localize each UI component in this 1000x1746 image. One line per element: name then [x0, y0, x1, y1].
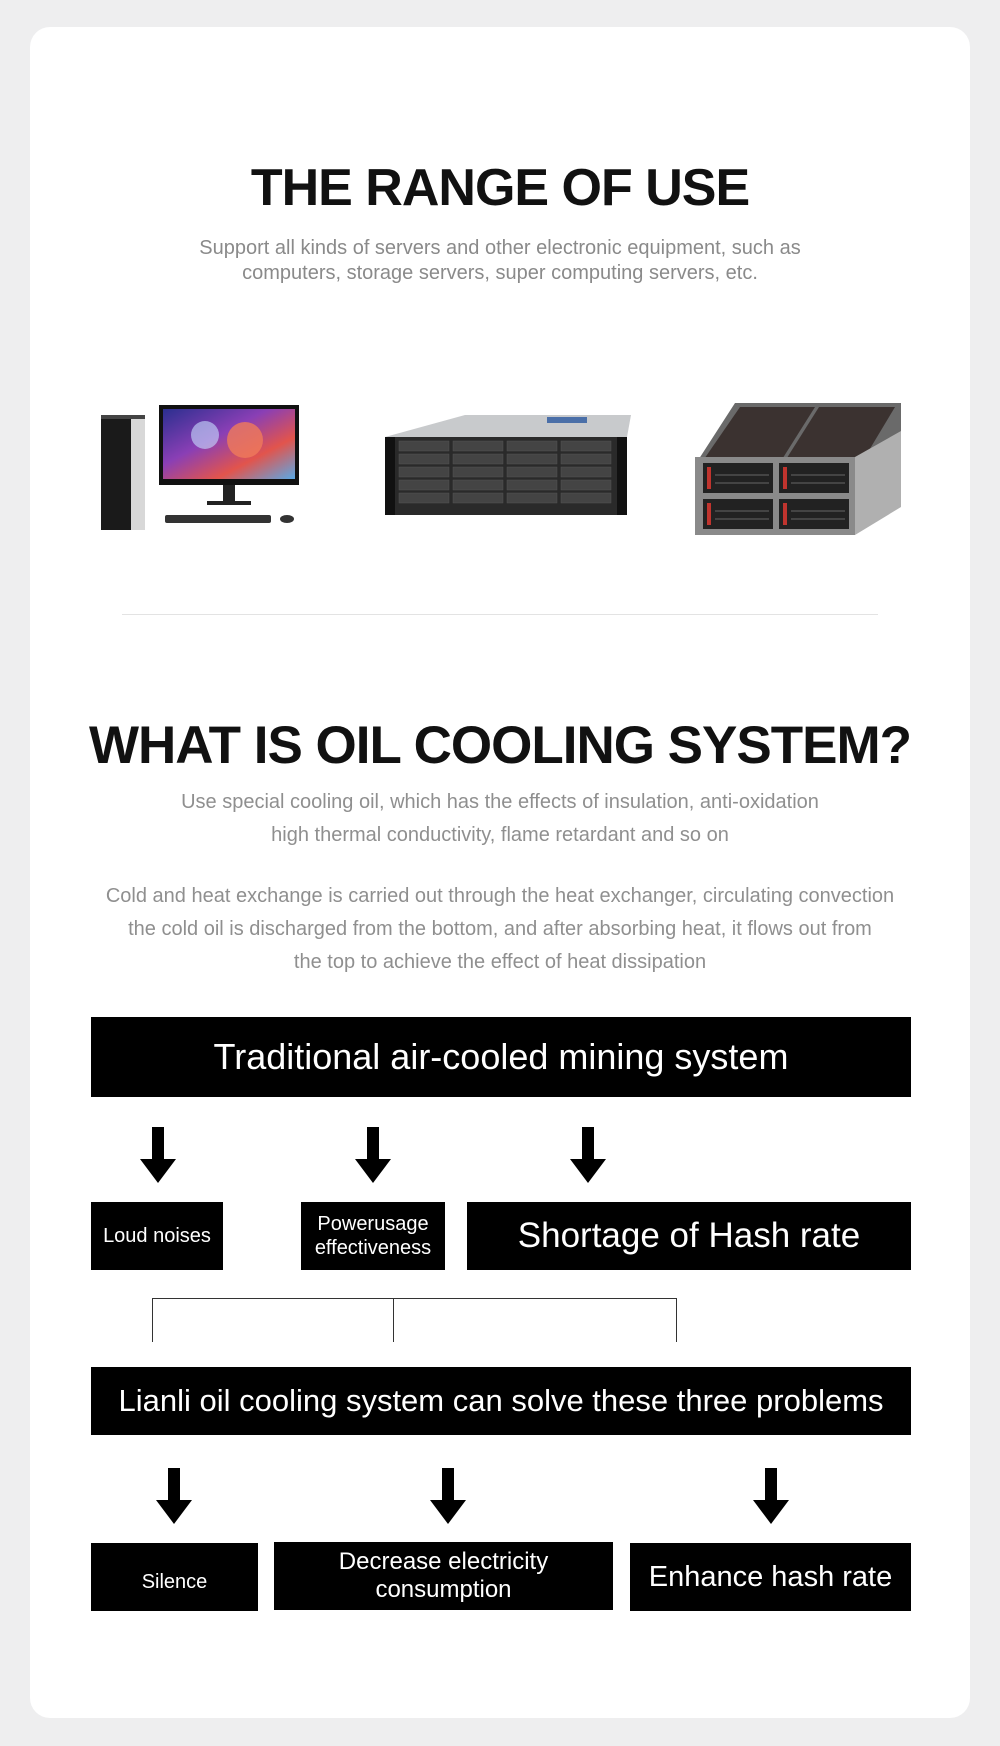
loud-noises-box: Loud noises	[91, 1202, 223, 1270]
range-title: THE RANGE OF USE	[250, 159, 750, 217]
device-images	[101, 403, 901, 535]
oil-description-line-2: the cold oil is discharged from the bott…	[128, 918, 872, 940]
connector-top-line	[152, 1298, 677, 1299]
connector-right-line	[676, 1298, 677, 1342]
silence-label: Silence	[141, 1570, 208, 1593]
connector-middle-line	[393, 1298, 394, 1342]
range-subtitle: Support all kinds of servers and other e…	[160, 236, 840, 286]
loud-noises-label: Loud noises	[103, 1224, 211, 1247]
oil-intro-line-2: high thermal conductivity, flame retarda…	[271, 824, 729, 846]
solution-label: Lianli oil cooling system can solve thes…	[118, 1383, 884, 1418]
multi-node-server-image	[695, 403, 901, 535]
oil-title: WHAT IS OIL COOLING SYSTEM?	[89, 716, 912, 775]
enhance-hash-label: Enhance hash rate	[648, 1560, 893, 1593]
range-subtitle-line-1: Support all kinds of servers and other e…	[199, 237, 801, 259]
down-arrow-icon	[156, 1468, 192, 1524]
oil-description-line-3: the top to achieve the effect of heat di…	[293, 951, 707, 973]
hash-shortage-label: Shortage of Hash rate	[517, 1216, 861, 1255]
power-usage-box: Powerusage effectiveness	[301, 1202, 445, 1270]
oil-intro: Use special cooling oil, which has the e…	[60, 786, 940, 852]
monitor-image	[159, 405, 299, 523]
oil-intro-line-1: Use special cooling oil, which has the e…	[181, 791, 819, 813]
silence-box: Silence	[91, 1543, 258, 1611]
down-arrow-icon	[570, 1127, 606, 1183]
solution-box: Lianli oil cooling system can solve thes…	[91, 1367, 911, 1435]
hash-shortage-box: Shortage of Hash rate	[467, 1202, 911, 1270]
decrease-electricity-box: Decrease electricity consumption	[274, 1542, 613, 1610]
power-usage-label-line-1: Powerusage	[317, 1213, 429, 1235]
storage-server-image	[385, 415, 631, 515]
decrease-electricity-label-line-1: Decrease electricity	[338, 1548, 549, 1575]
range-subtitle-line-2: computers, storage servers, super comput…	[242, 262, 758, 284]
down-arrow-icon	[430, 1468, 466, 1524]
enhance-hash-box: Enhance hash rate	[630, 1543, 911, 1611]
desktop-tower-image	[101, 415, 145, 530]
traditional-system-label: Traditional air-cooled mining system	[213, 1036, 789, 1077]
content-card	[30, 27, 970, 1718]
power-usage-label-line-2: effectiveness	[314, 1237, 432, 1259]
oil-description: Cold and heat exchange is carried out th…	[60, 880, 940, 979]
down-arrow-icon	[140, 1127, 176, 1183]
down-arrow-icon	[753, 1468, 789, 1524]
oil-description-line-1: Cold and heat exchange is carried out th…	[105, 885, 895, 907]
down-arrow-icon	[355, 1127, 391, 1183]
traditional-system-box: Traditional air-cooled mining system	[91, 1017, 911, 1097]
connector-left-line	[152, 1298, 153, 1342]
decrease-electricity-label-line-2: consumption	[375, 1576, 512, 1603]
section-divider	[122, 614, 878, 615]
